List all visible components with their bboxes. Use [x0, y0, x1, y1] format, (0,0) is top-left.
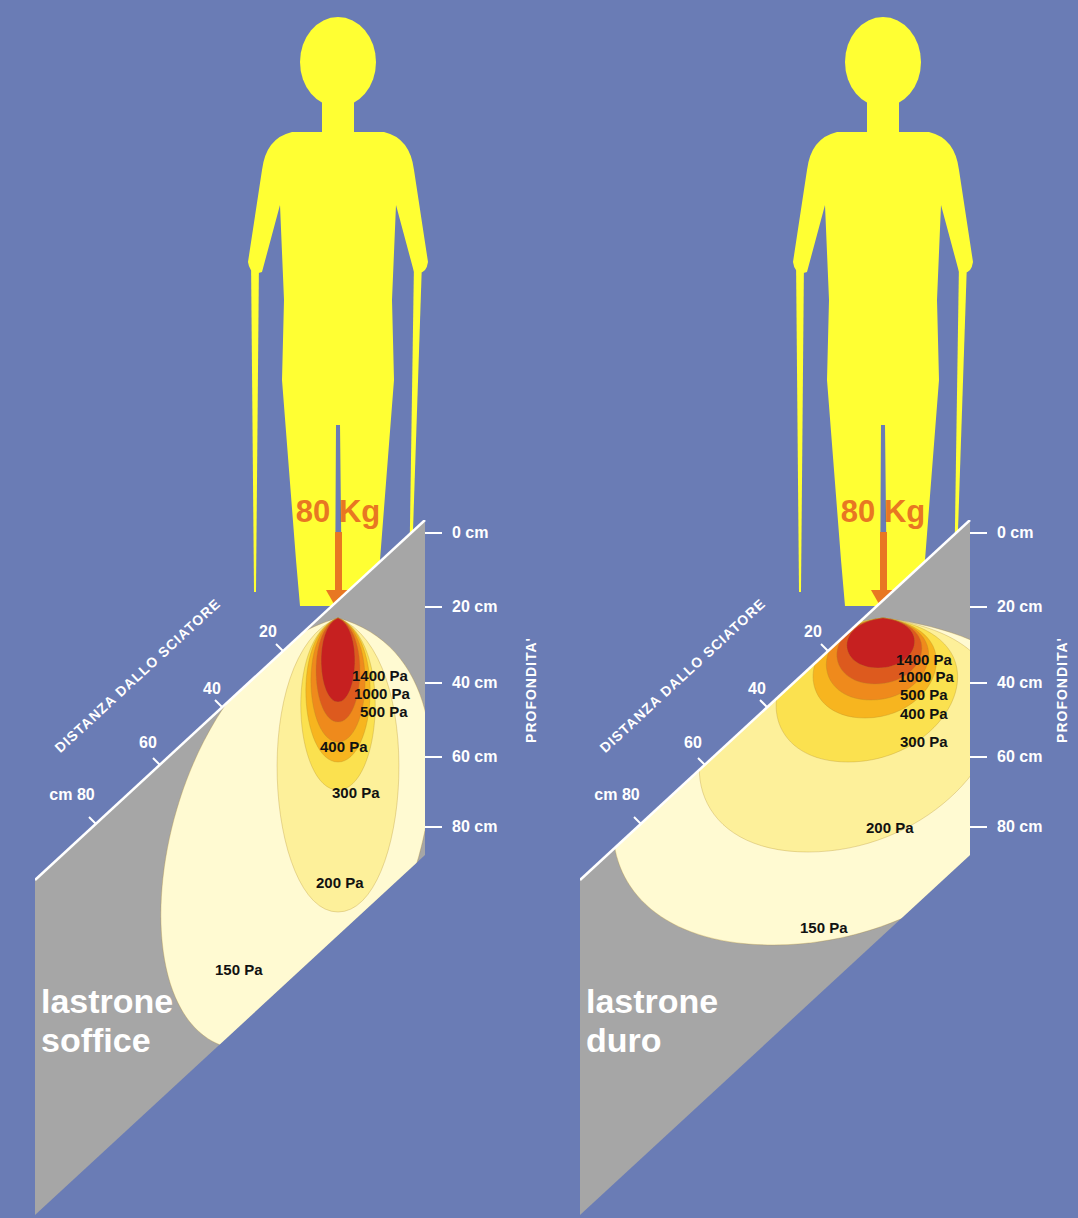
axis-title: PROFONDITA' — [524, 637, 539, 743]
pressure-value: 1000 Pa — [898, 669, 954, 686]
pressure-value: 300 Pa — [900, 734, 948, 751]
pressure-value: 200 Pa — [316, 875, 364, 892]
pressure-contour — [321, 618, 355, 702]
distance-value: 20 — [804, 623, 822, 641]
pressure-value: 1400 Pa — [352, 668, 408, 685]
slab-surface — [580, 520, 970, 880]
pressure-value: 150 Pa — [800, 920, 848, 937]
distance-value: cm 80 — [49, 786, 94, 804]
depth-value: 20 cm — [997, 598, 1042, 616]
slab-type-label: lastrone soffice — [41, 982, 216, 1060]
depth-value: 0 cm — [452, 524, 488, 542]
pressure-value: 1400 Pa — [896, 652, 952, 669]
pressure-contour — [776, 618, 957, 762]
distance-value: 20 — [259, 623, 277, 641]
axis-title: PROFONDITA' — [1055, 637, 1070, 743]
load-label: 80 Kg — [296, 495, 380, 529]
pressure-value: 150 Pa — [215, 962, 263, 979]
snow-slab: lastrone duro — [580, 520, 972, 1218]
depth-value: 20 cm — [452, 598, 497, 616]
slab-type-label: lastrone duro — [586, 982, 761, 1060]
pressure-contour — [161, 618, 427, 1050]
depth-value: 40 cm — [997, 674, 1042, 692]
pressure-value: 400 Pa — [320, 739, 368, 756]
distance-value: cm 80 — [594, 786, 639, 804]
pressure-contour — [613, 618, 972, 945]
pressure-contour — [277, 618, 399, 912]
load-label: 80 Kg — [841, 495, 925, 529]
depth-value: 60 cm — [997, 748, 1042, 766]
pressure-value: 200 Pa — [866, 820, 914, 837]
snow-slab: lastrone soffice — [35, 520, 427, 1218]
slab-outline — [35, 520, 427, 1218]
pressure-value: 1000 Pa — [354, 686, 410, 703]
pressure-value: 500 Pa — [900, 687, 948, 704]
depth-value: 80 cm — [452, 818, 497, 836]
slab-surface — [35, 520, 425, 880]
pressure-contour — [699, 618, 972, 852]
panel-hard — [634, 17, 987, 827]
depth-value: 80 cm — [997, 818, 1042, 836]
depth-value: 60 cm — [452, 748, 497, 766]
slab-outline — [580, 520, 972, 1218]
depth-value: 0 cm — [997, 524, 1033, 542]
distance-value: 60 — [139, 734, 157, 752]
pressure-value: 400 Pa — [900, 706, 948, 723]
distance-value: 40 — [203, 680, 221, 698]
distance-value: 40 — [748, 680, 766, 698]
pressure-value: 500 Pa — [360, 704, 408, 721]
pressure-value: 300 Pa — [332, 785, 380, 802]
distance-value: 60 — [684, 734, 702, 752]
depth-value: 40 cm — [452, 674, 497, 692]
